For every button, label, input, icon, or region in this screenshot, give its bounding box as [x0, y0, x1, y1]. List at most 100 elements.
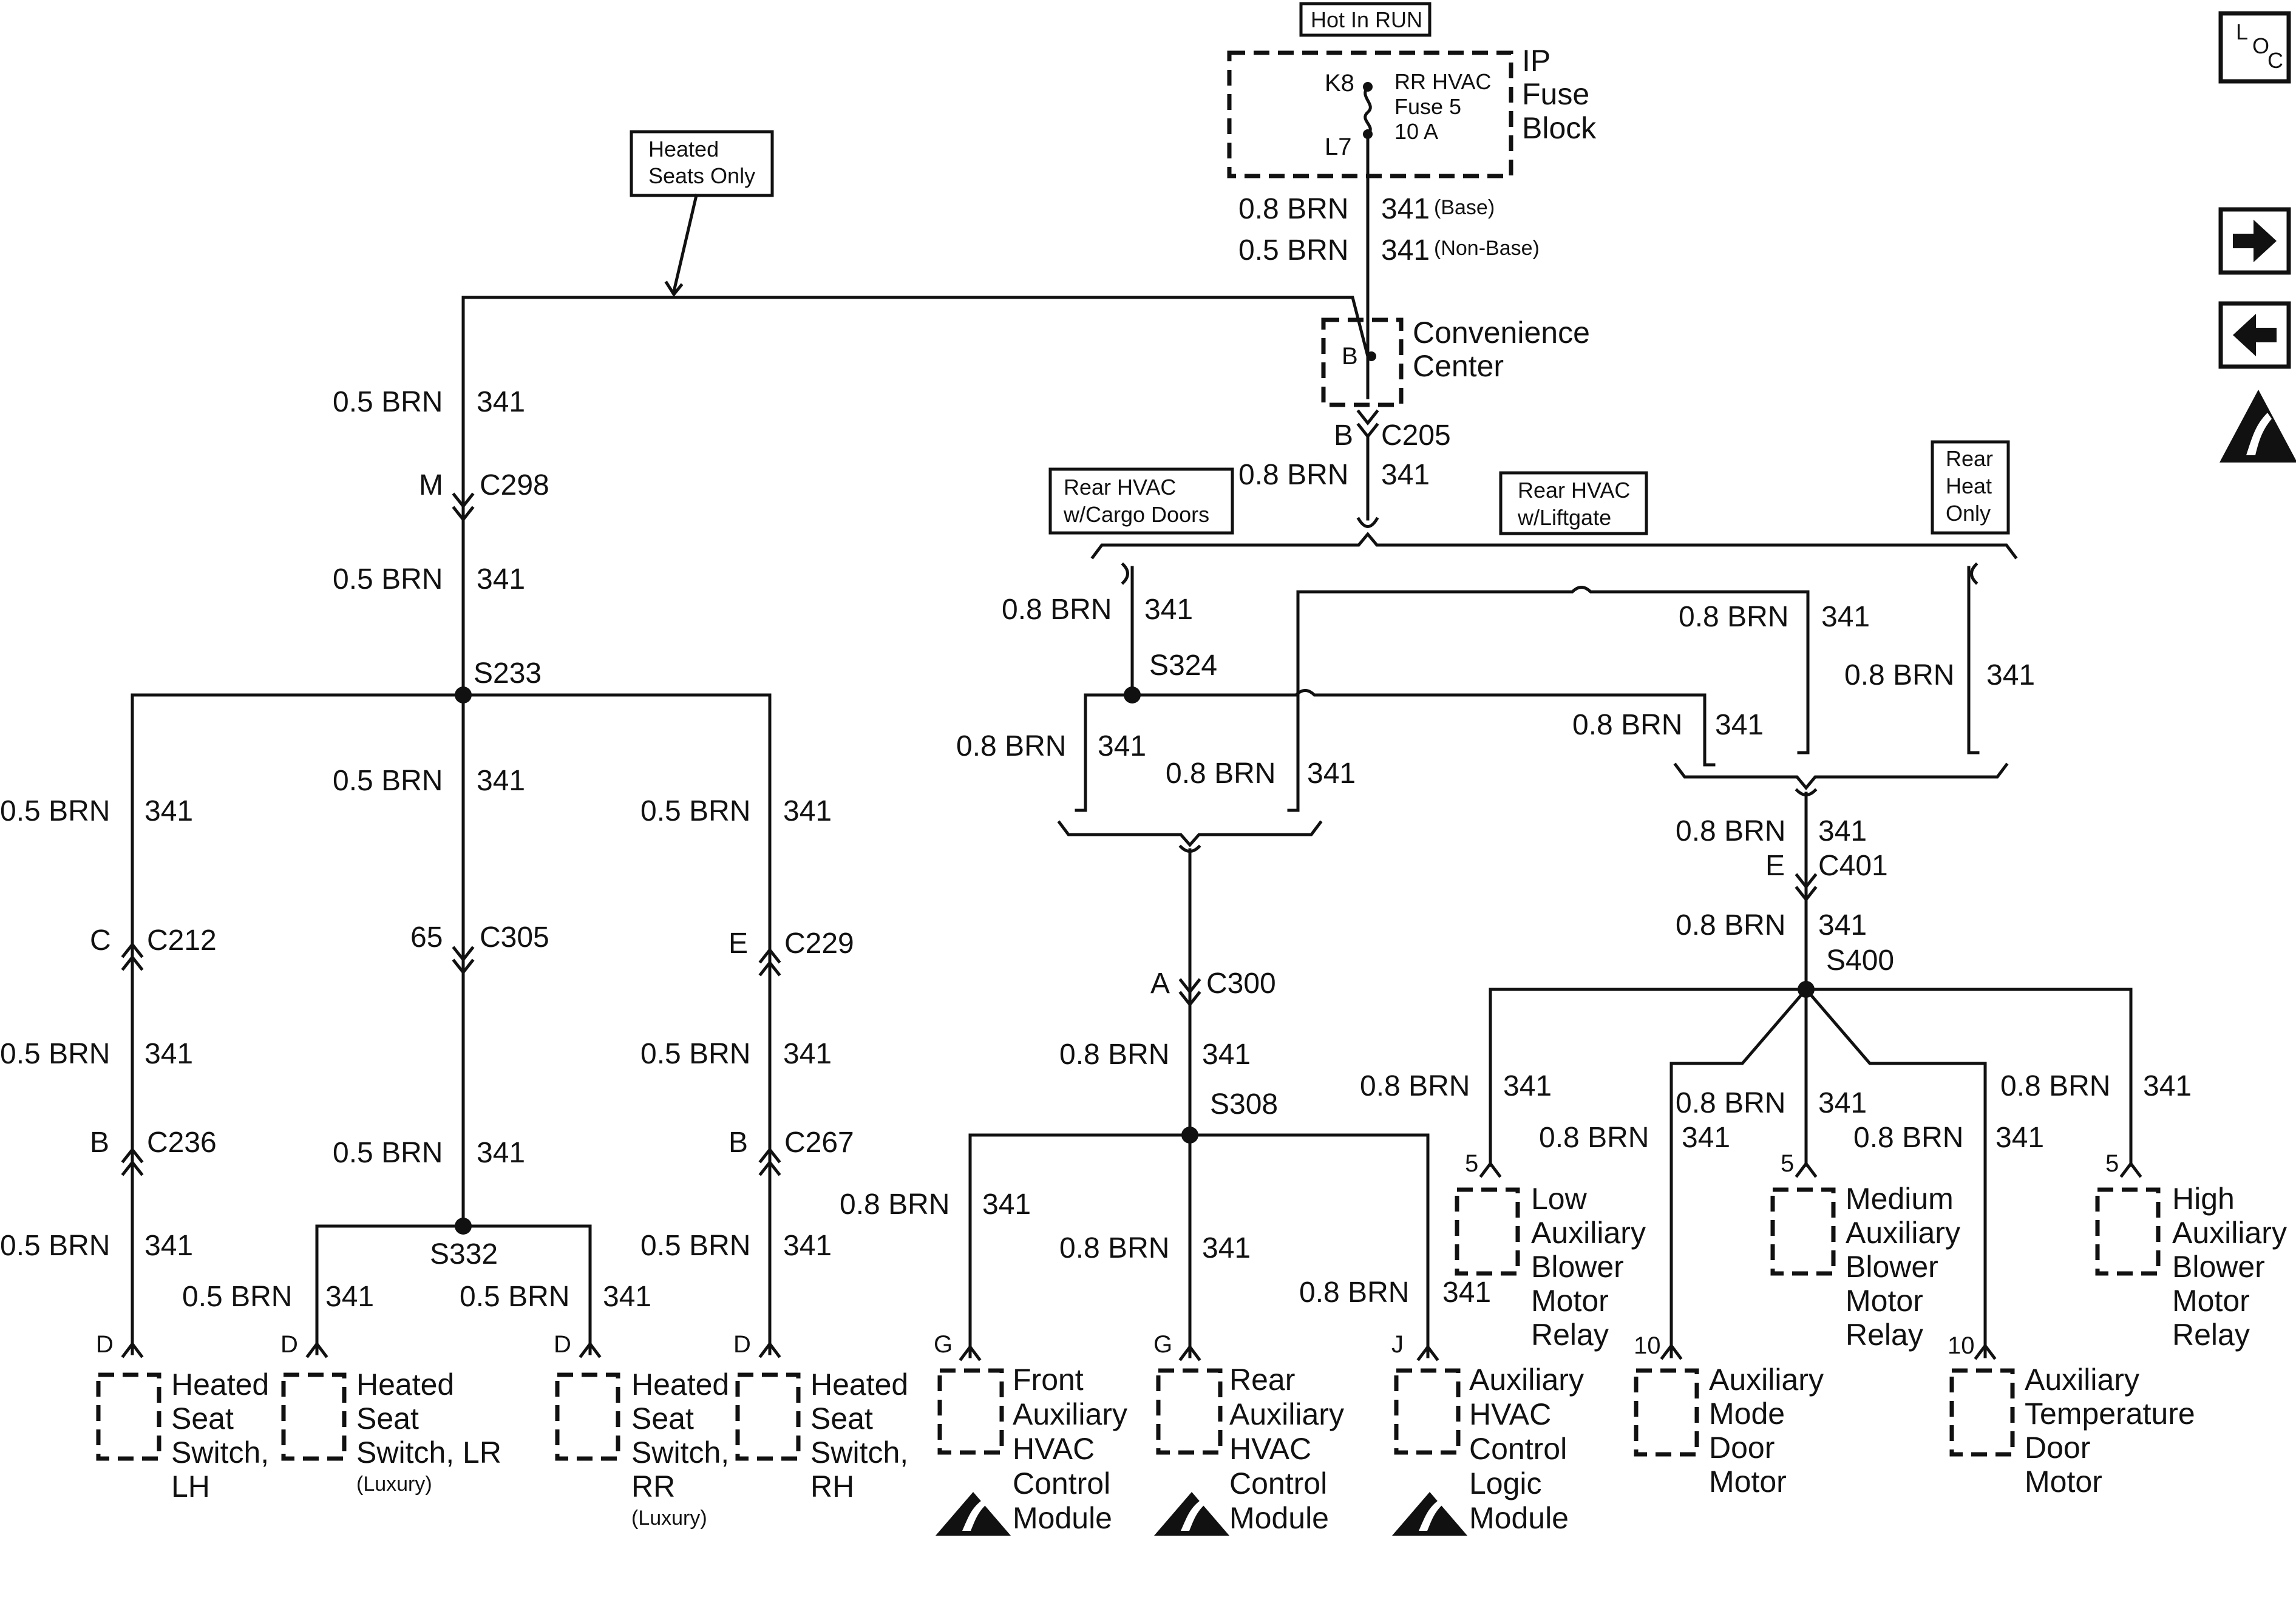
c205-connector-icon	[1356, 409, 1379, 426]
svg-text:Center: Center	[1413, 349, 1504, 383]
component-label: Seat	[171, 1402, 234, 1436]
wire-label: 0.8 BRN	[1676, 1087, 1785, 1119]
arrow-left-icon[interactable]	[2218, 301, 2291, 369]
option-note: (Base)	[1434, 196, 1495, 219]
pin-label: 65	[410, 921, 443, 954]
component-label: Motor	[1846, 1284, 1923, 1318]
pin-label: D	[554, 1331, 571, 1358]
wire-label: 0.8 BRN	[1059, 1232, 1169, 1264]
ip-fuse-block: IP Fuse Block K8 L7 RR HVAC Fuse 5 10 A	[1227, 44, 1597, 178]
circuit-label: 341	[1821, 601, 1870, 633]
esd-warning-icon[interactable]	[2220, 390, 2296, 463]
wire-label: 0.8 BRN	[1360, 1070, 1470, 1102]
circuit-label: 341	[144, 795, 193, 827]
circuit-label: 341	[1442, 1276, 1491, 1309]
component-label: Switch,	[810, 1436, 908, 1470]
pin-label: J	[1391, 1331, 1404, 1358]
svg-text:Rear HVAC: Rear HVAC	[1518, 478, 1630, 503]
svg-text:K8: K8	[1325, 70, 1354, 97]
svg-text:Heat: Heat	[1946, 473, 1992, 498]
wire-label: 0.8 BRN	[2000, 1070, 2110, 1102]
component-label: Door	[2025, 1431, 2090, 1465]
terminal-icon	[1178, 1344, 1201, 1361]
wire-label: 0.5 BRN	[333, 1137, 443, 1169]
component-label: Auxiliary	[1846, 1216, 1960, 1250]
component-box	[555, 1372, 620, 1461]
fuse-element-icon	[1364, 84, 1372, 137]
svg-text:Fuse 5: Fuse 5	[1394, 94, 1461, 119]
component-label: Control	[1229, 1466, 1327, 1500]
circuit-label: 341	[982, 1188, 1031, 1221]
component-label: Heated	[356, 1368, 454, 1402]
circuit-label: 341	[783, 795, 832, 827]
pin-label: G	[934, 1331, 953, 1358]
component-label: Blower	[1846, 1250, 1938, 1284]
note-pointer	[671, 193, 699, 294]
option-brace	[1090, 532, 2018, 560]
component-label: Blower	[1531, 1250, 1624, 1284]
pin-label: E	[729, 927, 748, 960]
wire-label: 0.5 BRN	[0, 1230, 110, 1262]
circuit-label: 341	[1995, 1122, 2044, 1154]
svg-text:B: B	[1342, 343, 1358, 370]
circuit-label: 341	[783, 1230, 832, 1262]
component-label: High	[2172, 1182, 2235, 1216]
component-label: HVAC	[1469, 1397, 1551, 1431]
wire-label: 0.8 BRN	[840, 1188, 949, 1221]
connector-label: C401	[1818, 850, 1888, 882]
component-label: Motor	[2025, 1465, 2102, 1499]
heated-seat-feed-wire	[461, 296, 1370, 697]
terminal-icon	[305, 1341, 328, 1358]
svg-text:Convenience: Convenience	[1413, 316, 1590, 350]
c212-connector-icon	[121, 941, 144, 958]
convenience-center: B Convenience Center	[1321, 316, 1590, 407]
pin-label: 10	[1948, 1332, 1975, 1359]
component-label: Motor	[1531, 1284, 1609, 1318]
circuit-label: 341	[325, 1281, 374, 1313]
component-box	[2095, 1187, 2161, 1276]
wire-label: 0.8 BRN	[956, 730, 1066, 762]
circuit-label: 341	[1202, 1039, 1251, 1071]
wire-label: 0.8 BRN	[1844, 659, 1954, 691]
component-label: Relay	[1531, 1318, 1609, 1352]
circuit-label: 341	[1307, 758, 1356, 790]
component-label: Door	[1709, 1431, 1775, 1465]
loc-icon[interactable]: L O C	[2218, 11, 2291, 84]
wire-label: 0.5 BRN	[640, 1230, 750, 1262]
wire-label: 0.8 BRN	[1679, 601, 1788, 633]
convenience-pin-dot	[1367, 351, 1376, 361]
component-label: Heated	[810, 1368, 908, 1402]
option-note: (Luxury)	[631, 1507, 707, 1530]
component-label: Front	[1013, 1363, 1084, 1397]
wire-label: 0.8 BRN	[1299, 1276, 1409, 1309]
circuit-label: 341	[144, 1230, 193, 1262]
component-box	[735, 1372, 801, 1461]
component-box	[1394, 1368, 1461, 1455]
connector-label: C212	[147, 924, 217, 957]
terminal-icon	[1974, 1343, 1997, 1360]
component-label: HVAC	[1229, 1432, 1311, 1466]
terminal-icon	[2119, 1161, 2142, 1178]
component-label: RR	[631, 1470, 675, 1503]
circuit-label: 341	[144, 1038, 193, 1070]
component-label: Relay	[2172, 1318, 2250, 1352]
pin-label: D	[280, 1331, 298, 1358]
connector-label: C305	[480, 921, 549, 954]
option-brace	[1673, 762, 2009, 790]
circuit-label: 341	[1818, 1087, 1867, 1119]
hot-in-run-tag: Hot In RUN	[1299, 2, 1432, 37]
arrow-right-icon[interactable]	[2218, 207, 2291, 275]
